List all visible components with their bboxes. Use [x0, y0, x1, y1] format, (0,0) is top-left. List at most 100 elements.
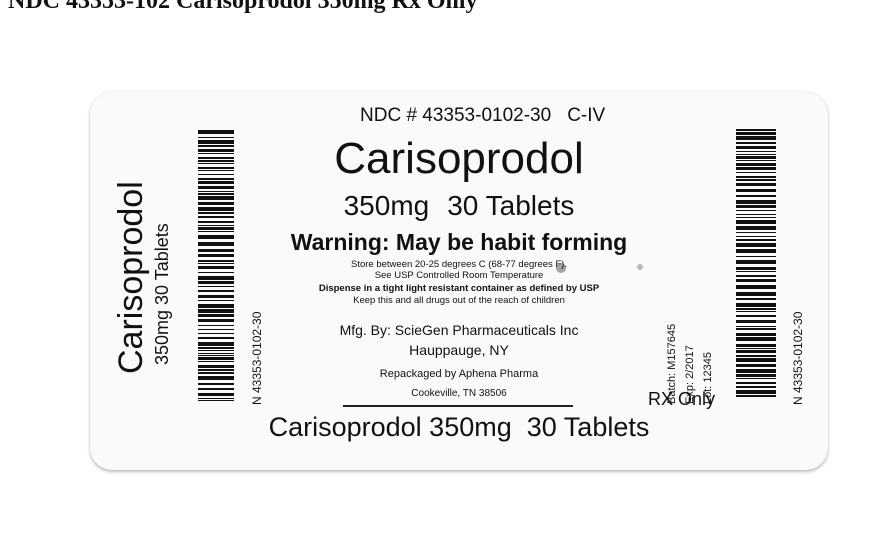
barcode-bar: [198, 242, 234, 246]
barcode-bar: [198, 249, 234, 252]
barcode-bar: [198, 329, 234, 330]
schedule-class: C-IV: [567, 105, 606, 126]
barcode-bar: [198, 227, 234, 230]
barcode-bar: [736, 326, 776, 327]
barcode-bar: [736, 146, 776, 149]
barcode-bar: [736, 350, 776, 353]
barcode-bar: [736, 285, 776, 289]
expiry-date: Exp: 2/2017: [684, 345, 696, 404]
barcode-bar: [198, 376, 234, 380]
barcode-bar: [198, 319, 234, 322]
barcode-bar: [736, 249, 776, 253]
barcode-bar: [198, 160, 234, 162]
barcode-bar: [736, 279, 776, 282]
barcode-bar: [198, 225, 234, 226]
barcode-bar: [736, 344, 776, 347]
barcode-bar: [198, 353, 234, 354]
barcode-bar: [198, 290, 234, 292]
barcode-bar: [736, 315, 776, 317]
barcode-bar: [736, 172, 776, 173]
barcode-bar: [736, 189, 776, 192]
barcode-bar: [198, 314, 234, 317]
barcode-bar: [736, 358, 776, 362]
barcode-bar: [198, 167, 234, 169]
bottom-product-line: Carisoprodol 350mg 30 Tablets: [90, 412, 828, 443]
barcode-bar: [198, 393, 234, 396]
barcode-bar: [736, 129, 776, 131]
barcode-bar: [198, 355, 234, 356]
barcode-bar: [198, 235, 234, 239]
divider-line: [343, 405, 573, 407]
barcode-bar: [736, 374, 776, 377]
dispense-line: Dispense in a tight light resistant cont…: [318, 283, 600, 294]
repackager-city: Cookeville, TN 38506: [411, 388, 507, 399]
barcode-bar: [736, 163, 776, 166]
barcode-bar: [198, 149, 234, 152]
barcode-bar: [198, 137, 234, 138]
ndc-number: NDC # 43353-0102-30: [360, 105, 552, 126]
manufacturer: Mfg. By: ScieGen Pharmaceuticals Inc: [339, 322, 579, 338]
storage-line-2: See USP Controlled Room Temperature: [374, 270, 544, 281]
barcode-bar: [198, 369, 234, 371]
barcode-bar: [198, 333, 234, 334]
barcode-bar: [736, 154, 776, 155]
barcode-bar: [198, 272, 234, 273]
barcode-bar: [198, 231, 234, 232]
barcode-bar: [198, 157, 234, 159]
barcode-bar: [198, 347, 234, 349]
barcode-bar: [198, 286, 234, 287]
barcode-bar: [736, 210, 776, 211]
barcode-bar: [198, 295, 234, 298]
barcode-bar: [198, 196, 234, 200]
left-barcode: [198, 130, 234, 401]
manufacturer-city: Hauppauge, NY: [409, 342, 509, 358]
barcode-bar: [198, 388, 234, 390]
right-barcode: [736, 129, 776, 397]
barcode-bar: [736, 328, 776, 330]
barcode-bar: [198, 372, 234, 374]
storage-line-1: Store between 20-25 degrees C (68-77 deg…: [351, 259, 567, 270]
ndc-line: NDC # 43353-0102-30 C-IV: [360, 105, 605, 127]
barcode-bar: [736, 308, 776, 310]
barcode-bar: [198, 357, 234, 360]
barcode-bar: [736, 337, 776, 341]
barcode-bar: [198, 130, 234, 134]
barcode-bar: [736, 320, 776, 323]
barcode-bar: [198, 342, 234, 346]
barcode-bar: [198, 193, 234, 195]
barcode-bar: [736, 271, 776, 272]
barcode-bar: [736, 311, 776, 312]
barcode-bar: [198, 174, 234, 175]
barcode-bar: [736, 239, 776, 241]
barcode-bar: [198, 191, 234, 192]
product-name: Carisoprodol: [334, 134, 584, 183]
barcode-bar: [198, 276, 234, 280]
barcode-bar: [198, 400, 234, 401]
barcode-bar: [736, 167, 776, 170]
barcode-bar: [736, 183, 776, 186]
barcode-bar: [198, 221, 234, 223]
barcode-bar: [736, 275, 776, 277]
barcode-bar: [736, 176, 776, 178]
barcode-bar: [736, 292, 776, 296]
barcode-bar: [736, 232, 776, 233]
barcode-bar: [198, 263, 234, 264]
barcode-bar: [198, 325, 234, 326]
barcode-bar: [736, 390, 776, 394]
barcode-bar: [736, 267, 776, 270]
barcode-bar: [736, 303, 776, 307]
batch-number: Batch: M157645: [666, 323, 678, 404]
warning-text: Warning: May be habit forming: [290, 229, 628, 255]
barcode-bar: [736, 382, 776, 384]
barcode-bar: [198, 300, 234, 301]
barcode-bar: [736, 369, 776, 373]
rx-only: RX Only: [648, 389, 716, 409]
print-smudge: [556, 263, 566, 273]
strength: 350mg: [343, 190, 430, 221]
barcode-bar: [198, 178, 234, 180]
tablet-count: 30 Tablets: [447, 190, 575, 221]
barcode-bar: [736, 142, 776, 144]
barcode-bar: [198, 181, 234, 184]
barcode-bar: [736, 348, 776, 349]
barcode-bar: [736, 160, 776, 161]
